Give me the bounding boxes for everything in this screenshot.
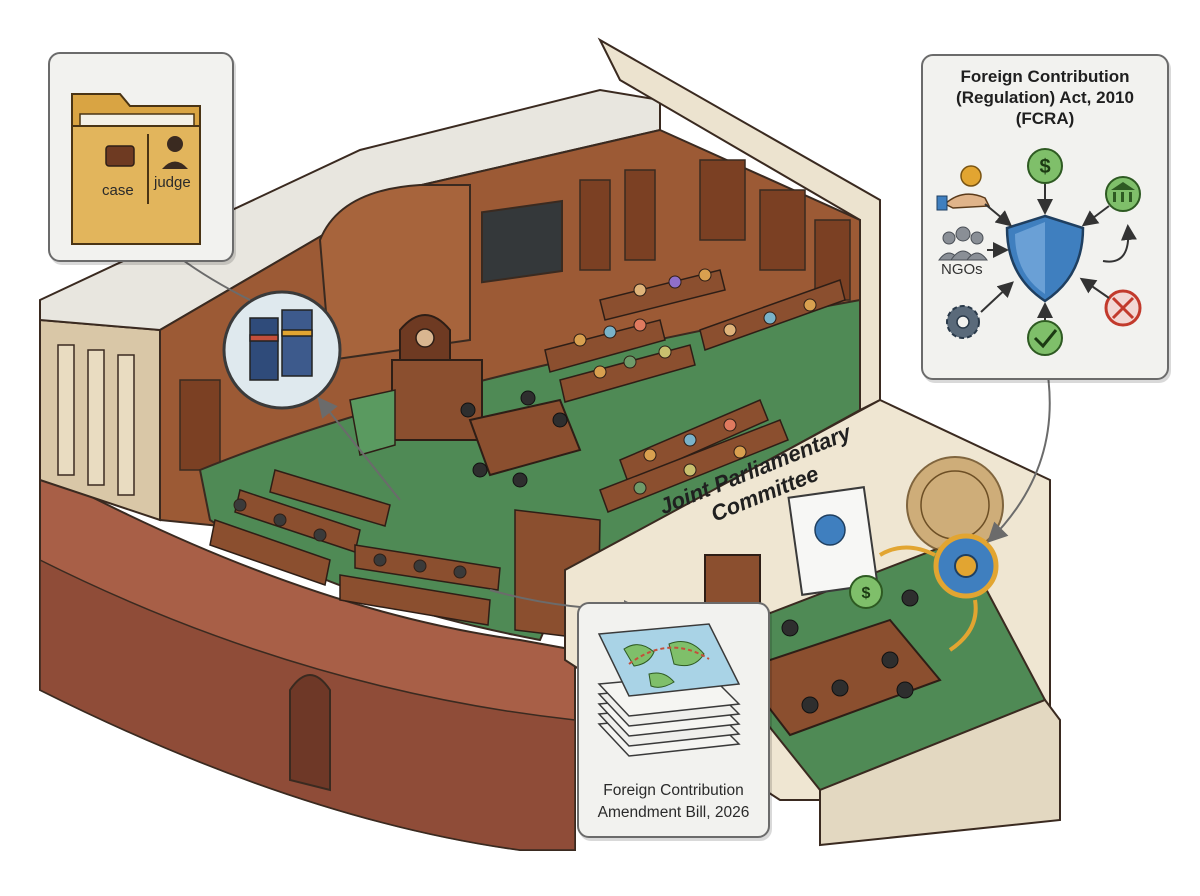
table-members	[460, 390, 568, 488]
speaker-rostrum	[391, 359, 483, 441]
dollar-swap-icon	[849, 575, 883, 609]
gear-icon	[946, 305, 980, 339]
medallion-arrow-left	[878, 545, 936, 557]
bank-icon	[1105, 176, 1141, 212]
books-icon	[249, 309, 313, 381]
fcra-callout: Foreign Contribution (Regulation) Act, 2…	[921, 54, 1169, 380]
fcra-title-line1: Foreign Contribution	[960, 67, 1130, 86]
globe-icon	[814, 514, 846, 546]
fcra-title: Foreign Contribution (Regulation) Act, 2…	[923, 66, 1167, 129]
fcra-title-line2: (Regulation) Act, 2010	[956, 88, 1134, 107]
prohibited-icon	[1104, 289, 1142, 327]
medallion-arrow-down	[948, 599, 978, 652]
arched-doorway	[289, 674, 331, 792]
central-table	[468, 398, 582, 477]
connector-case-to-books	[179, 257, 251, 301]
judge-body	[162, 161, 188, 169]
committee-room-front-wall	[819, 698, 1061, 847]
curved-arrow-icon	[1102, 224, 1137, 263]
fcra-diagram: $	[936, 148, 1142, 356]
bill-callout: Foreign Contribution Amendment Bill, 202…	[577, 602, 770, 838]
fcra-title-line3: (FCRA)	[1015, 109, 1075, 128]
svg-text:$: $	[1039, 156, 1050, 178]
connector-books-to-floor	[317, 396, 401, 501]
dollar-swap-symbol: $	[862, 585, 871, 602]
briefcase-icon	[105, 145, 135, 167]
rostrum-steps	[349, 389, 396, 456]
connector-fcra-to-seal	[987, 375, 1051, 543]
bill-documents-icon	[597, 623, 741, 757]
facade-columns	[57, 344, 135, 496]
world-map-sheet	[597, 623, 741, 697]
case-folder-icon	[71, 93, 201, 245]
map-landmasses	[623, 641, 705, 688]
bill-caption-line2: Amendment Bill, 2026	[597, 804, 750, 821]
ngos-label: NGOs	[941, 261, 983, 278]
wall-screen	[481, 199, 563, 284]
dollar-coin-icon: $	[1027, 148, 1063, 184]
case-folder-callout: case judge	[48, 52, 234, 262]
fcra-arrows	[980, 184, 1110, 320]
people-group-icon	[938, 226, 988, 261]
check-icon	[1027, 320, 1063, 356]
bill-caption-line1: Foreign Contribution	[603, 782, 744, 799]
speaker-figure	[415, 328, 435, 348]
case-label: case	[102, 182, 134, 199]
map-route-arrows	[628, 646, 710, 665]
bill-caption: Foreign Contribution Amendment Bill, 202…	[579, 780, 768, 824]
seated-members	[233, 268, 817, 579]
wall-panels	[179, 159, 851, 471]
committee-table	[738, 618, 942, 737]
judge-label: judge	[154, 174, 191, 191]
shield-highlight	[1015, 222, 1045, 294]
judge-icon	[167, 136, 183, 152]
gear-medallion-inner	[954, 554, 978, 578]
money-hand-icon	[936, 165, 991, 211]
